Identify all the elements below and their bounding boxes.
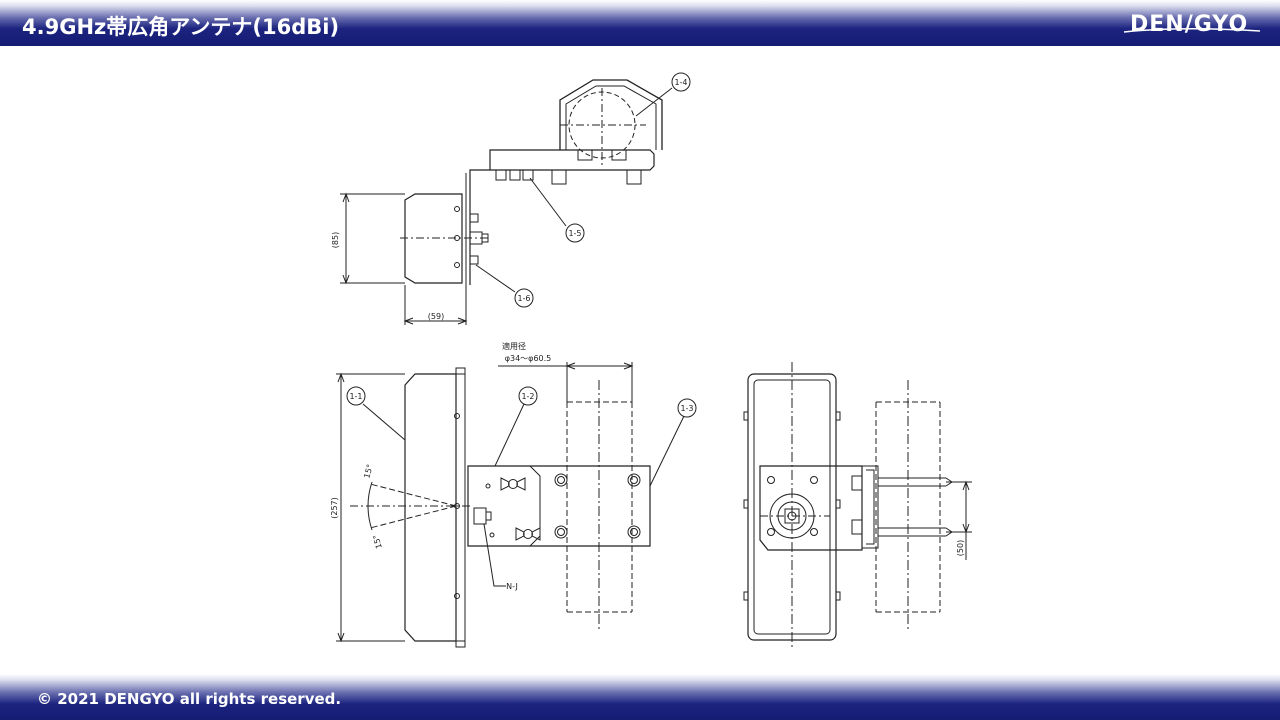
side-view (743, 362, 972, 650)
dim-50: (50) (956, 540, 965, 556)
callout-1-3-circle (677, 398, 697, 418)
dim-85: (85) (331, 232, 340, 248)
logo-text: DEN/GYO (1130, 12, 1249, 37)
callout-1-2: 1-2 (521, 392, 534, 401)
callout-1-1: 1-1 (349, 392, 362, 401)
dim-257: (257) (330, 497, 339, 519)
page-title: 4.9GHz帯広角アンテナ(16dBi) (22, 15, 340, 39)
header-bar: 4.9GHz帯広角アンテナ(16dBi) DEN/GYO (0, 0, 1280, 46)
callout-1-6: 1-6 (517, 294, 530, 303)
technical-drawing: 1-4 1-5 1-6 1-1 1-2 1-3 (59) (85) (257) … (330, 72, 972, 650)
angle-bottom: 15° (371, 534, 383, 550)
pipe-range: φ34～φ60.5 (505, 354, 552, 363)
angle-top: 15° (362, 463, 374, 479)
dim-59: (59) (428, 312, 444, 321)
connector-label: N-J (506, 582, 518, 591)
front-view (336, 362, 685, 648)
dengyo-logo: DEN/GYO (1122, 12, 1262, 42)
footer-bar: © 2021 DENGYO all rights reserved. (0, 674, 1280, 720)
callout-1-2-circle (518, 386, 538, 406)
copyright-text: © 2021 DENGYO all rights reserved. (37, 690, 342, 708)
callout-1-5: 1-5 (568, 229, 581, 238)
callout-1-6-circle (514, 288, 534, 308)
pipe-label: 適用径 (502, 341, 526, 351)
callout-1-4: 1-4 (674, 78, 687, 87)
callout-1-4-circle (671, 72, 691, 92)
callout-1-1-circle (346, 386, 366, 406)
top-view (340, 79, 673, 325)
logo-swoosh (1123, 27, 1261, 33)
callout-1-3: 1-3 (680, 404, 693, 413)
callout-1-5-circle (565, 223, 585, 243)
